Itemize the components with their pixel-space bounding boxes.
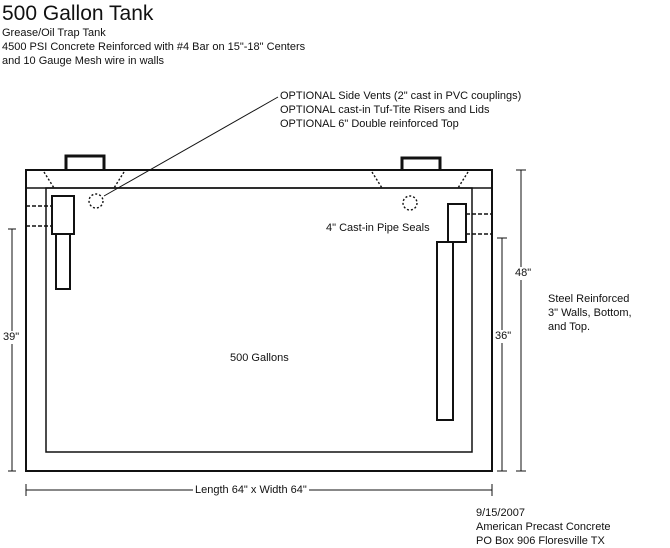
lift-handle-right bbox=[400, 156, 442, 170]
footer-company: American Precast Concrete bbox=[476, 521, 611, 533]
lift-handle-left bbox=[64, 154, 106, 170]
right-outer-height-label: 48" bbox=[515, 267, 532, 280]
page-title: 500 Gallon Tank bbox=[2, 2, 154, 25]
riser-line bbox=[371, 171, 383, 189]
footer-date: 9/15/2007 bbox=[476, 507, 525, 519]
riser-line bbox=[43, 171, 55, 189]
outlet-tee-body bbox=[436, 241, 454, 421]
dimensions-label: Length 64" x Width 64" bbox=[193, 484, 309, 497]
inlet-tee-head bbox=[51, 195, 75, 235]
steel-note-line: Steel Reinforced bbox=[548, 293, 630, 305]
optional-note: OPTIONAL cast-in Tuf-Tite Risers and Lid… bbox=[280, 104, 490, 116]
left-height-label: 39" bbox=[3, 331, 20, 344]
pipe-seals-label: 4" Cast-in Pipe Seals bbox=[326, 222, 430, 234]
side-vent-right bbox=[402, 195, 418, 211]
steel-note-line: 3" Walls, Bottom, bbox=[548, 307, 632, 319]
inlet-tee-body bbox=[55, 232, 71, 290]
optional-note: OPTIONAL Side Vents (2" cast in PVC coup… bbox=[280, 90, 522, 102]
footer-address: PO Box 906 Floresville TX bbox=[476, 535, 605, 547]
capacity-label: 500 Gallons bbox=[230, 352, 289, 364]
side-vent-left bbox=[88, 193, 104, 209]
right-inner-height-label: 36" bbox=[495, 330, 512, 343]
callout-leader bbox=[103, 96, 279, 197]
steel-note-line: and Top. bbox=[548, 321, 591, 333]
subtitle-line: Grease/Oil Trap Tank bbox=[2, 27, 106, 39]
subtitle-line: 4500 PSI Concrete Reinforced with #4 Bar… bbox=[2, 41, 306, 53]
subtitle-line: and 10 Gauge Mesh wire in walls bbox=[2, 55, 165, 67]
optional-note: OPTIONAL 6" Double reinforced Top bbox=[280, 118, 459, 130]
tank-outer-wall bbox=[25, 169, 493, 472]
outlet-tee-head bbox=[447, 203, 467, 243]
riser-line bbox=[113, 171, 125, 189]
riser-line bbox=[457, 171, 469, 189]
